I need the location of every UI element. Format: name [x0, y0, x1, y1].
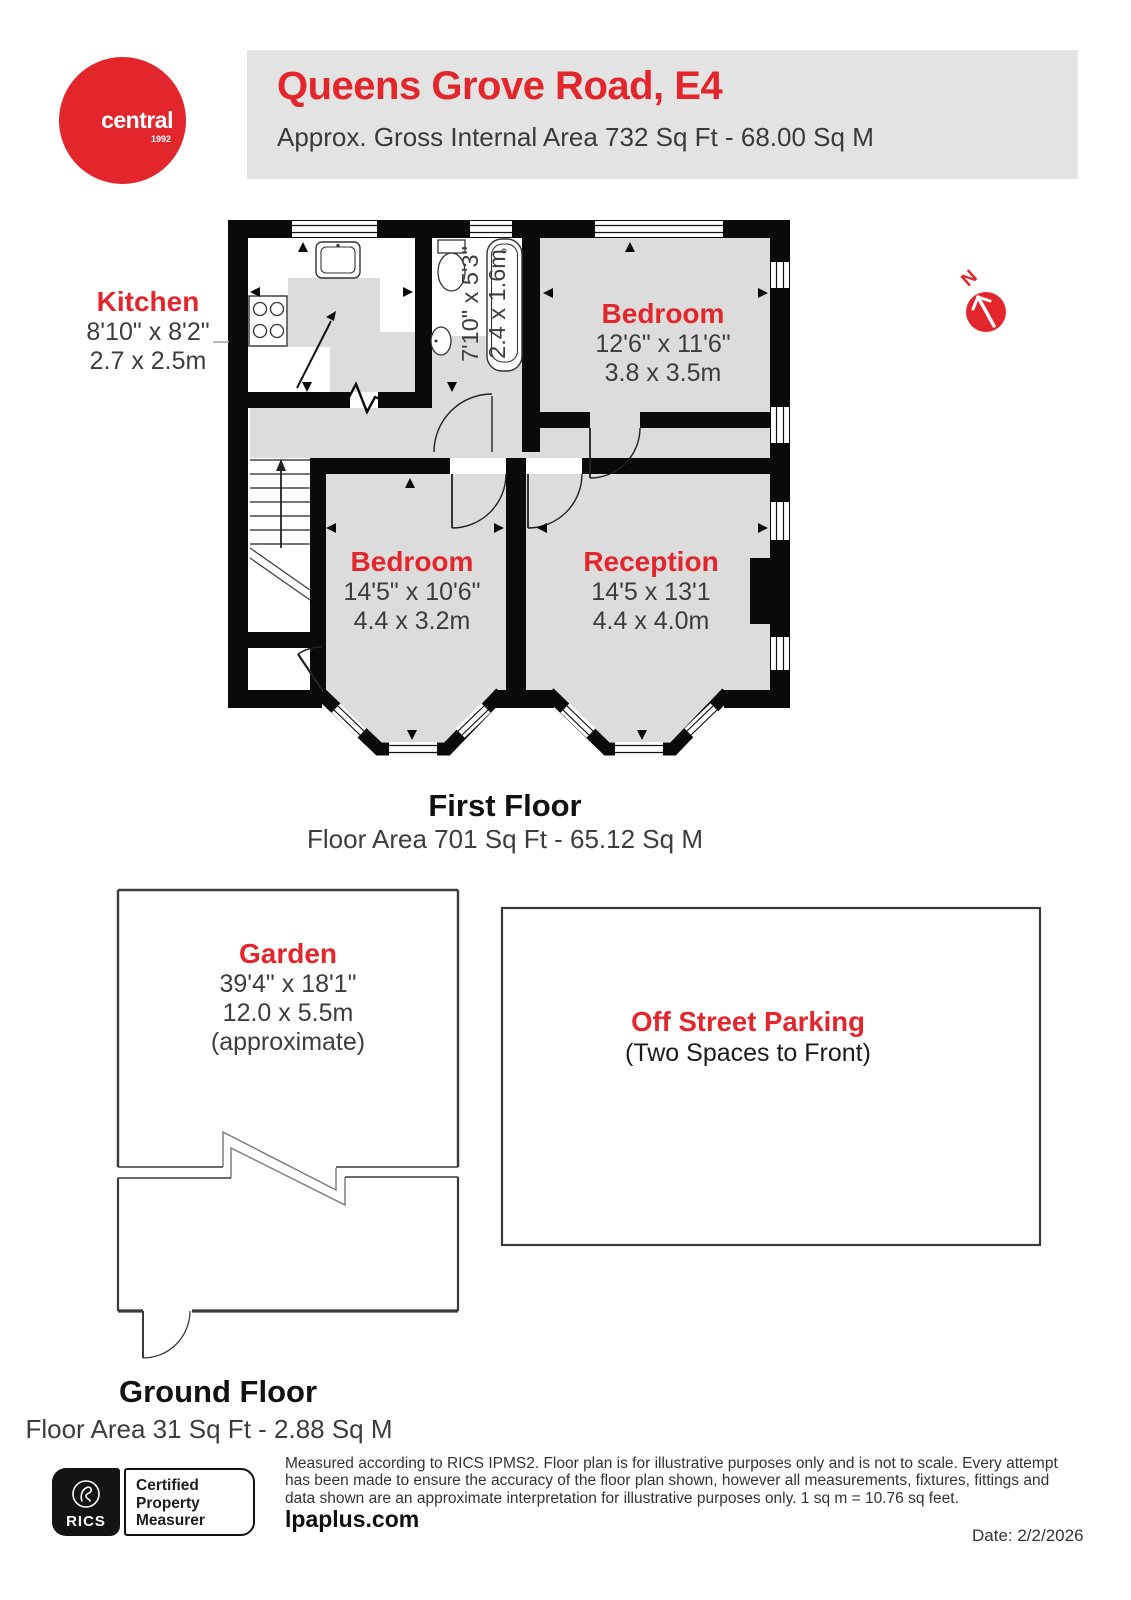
caption-ground-floor-title: Ground Floor: [119, 1374, 317, 1410]
certified-property-measurer-badge: Certified Property Measurer: [124, 1468, 255, 1536]
room-dims-m: 2.7 x 2.5m: [89, 347, 207, 375]
wall-break-symbol: [345, 381, 384, 415]
room-label-bathroom: 7'10" x 5'3" 2.4 x 1.6m: [457, 246, 511, 362]
rics-logo: RICS: [52, 1468, 120, 1536]
room-name: Bedroom: [350, 546, 474, 577]
basin-icon: [430, 326, 452, 356]
room-name: Garden: [238, 938, 338, 969]
kitchen-direction-arrow: [296, 311, 336, 389]
measurement-arrows: [250, 242, 768, 740]
entrance-outline: [116, 1176, 460, 1313]
room-label-garden: Garden 39'4" x 18'1" 12.0 x 5.5m (approx…: [211, 938, 365, 1057]
gross-area-subtitle: Approx. Gross Internal Area 732 Sq Ft - …: [277, 122, 874, 152]
window-icons-top: [292, 221, 723, 237]
parking-outline: [500, 906, 1042, 1247]
room-name: Reception: [583, 546, 719, 577]
room-name: Off Street Parking: [631, 1006, 865, 1037]
room-dims-ft: 14'5" x 10'6": [343, 578, 481, 606]
floor-caption-area: Floor Area 701 Sq Ft - 65.12 Sq M: [307, 824, 703, 854]
logo-central: central 1992: [59, 57, 186, 184]
badge-line: Certified: [136, 1477, 199, 1494]
room-dims-m: 2.4 x 1.6m: [484, 249, 510, 359]
bathtub-icon: [486, 238, 523, 372]
compass-icon: [966, 292, 1006, 332]
room-dims-ft: 7'10" x 5'3": [457, 246, 483, 362]
website-text: lpaplus.com: [285, 1506, 420, 1532]
floor-caption-title: Ground Floor: [118, 1374, 318, 1409]
logo-brand-text: central: [101, 107, 173, 133]
door-arcs: [297, 393, 641, 691]
room-name: Kitchen: [96, 286, 200, 317]
rics-lion-icon: [72, 1480, 100, 1508]
room-dims-ft: 39'4" x 18'1": [219, 970, 357, 998]
room-note: (approximate): [210, 1028, 366, 1056]
badge-line: Property: [136, 1494, 200, 1512]
page-title: Queens Grove Road, E4: [277, 64, 723, 108]
window-icons-bays: [331, 703, 720, 756]
stairs: [249, 459, 311, 601]
floor-caption-title: First Floor: [428, 788, 582, 823]
garden-outline: [116, 888, 460, 1168]
room-dims-ft: 14'5 x 13'1: [591, 578, 711, 606]
room-dims-ft: 8'10" x 8'2": [86, 318, 210, 346]
room-note: (Two Spaces to Front): [625, 1039, 871, 1067]
caption-first-floor: First Floor Floor Area 701 Sq Ft - 65.12…: [307, 788, 703, 855]
caption-ground-floor-area: Floor Area 31 Sq Ft - 2.88 Sq M: [25, 1414, 392, 1445]
window-icons-right: [771, 262, 789, 670]
room-label-reception: Reception 14'5 x 13'1 4.4 x 4.0m: [583, 546, 718, 636]
date-text: Date: 2/2/2026: [972, 1526, 1084, 1545]
room-dims-m: 4.4 x 3.2m: [353, 607, 471, 635]
badge-line: Measurer: [136, 1512, 205, 1529]
room-label-kitchen: Kitchen 8'10" x 8'2" 2.7 x 2.5m: [86, 286, 209, 376]
room-dims-m: 3.8 x 3.5m: [604, 359, 722, 387]
logo-year-text: 1992: [150, 134, 171, 144]
garden-break-symbol: [222, 1130, 346, 1207]
room-dims-m: 12.0 x 5.5m: [222, 999, 354, 1027]
floor-caption-area: Floor Area 31 Sq Ft - 2.88 Sq M: [25, 1414, 393, 1444]
room-dims-m: 4.4 x 4.0m: [592, 607, 710, 635]
header-band: [247, 50, 1078, 179]
room-label-parking: Off Street Parking (Two Spaces to Front): [625, 1006, 871, 1068]
room-dims-ft: 12'6" x 11'6": [595, 330, 731, 358]
entrance-door-arc: [142, 1310, 191, 1359]
sink-icon: [315, 241, 361, 279]
hob-icon: [248, 295, 288, 347]
room-name: Bedroom: [601, 298, 725, 329]
toilet-icon: [437, 239, 466, 292]
rics-text: RICS: [66, 1513, 106, 1530]
room-label-bedroom-top: Bedroom 12'6" x 11'6" 3.8 x 3.5m: [595, 298, 730, 388]
room-label-bedroom-lower: Bedroom 14'5" x 10'6" 4.4 x 3.2m: [343, 546, 480, 636]
disclaimer-text: Measured according to RICS IPMS2. Floor …: [285, 1455, 1058, 1507]
